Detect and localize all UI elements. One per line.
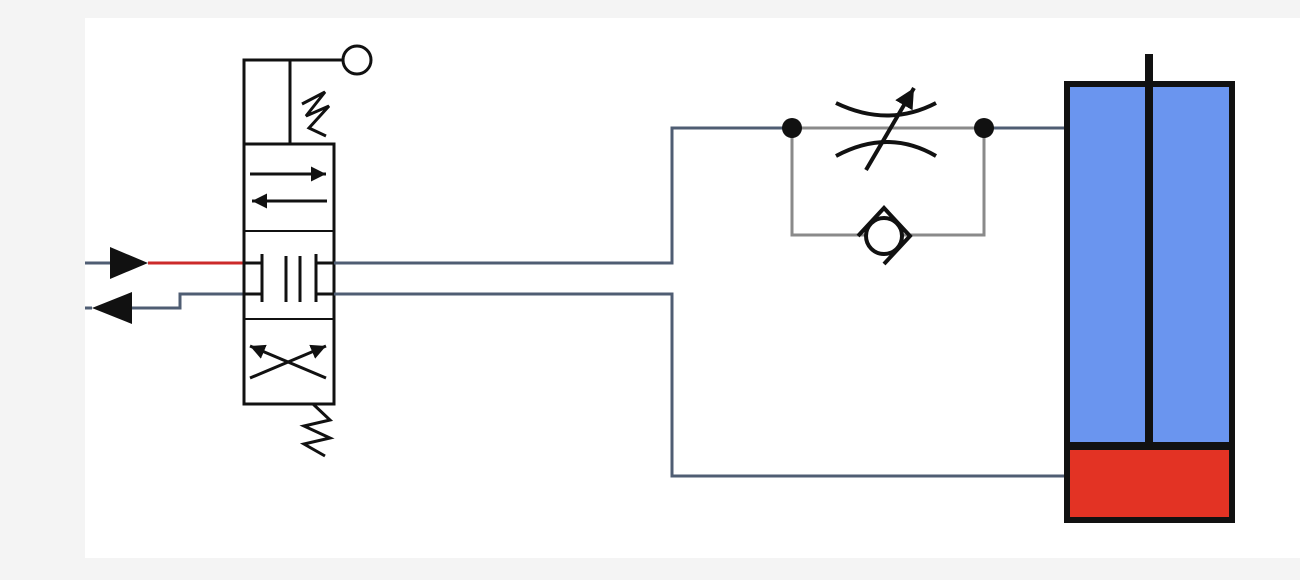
bottom-spring-icon	[299, 402, 335, 458]
return-arrow-icon	[92, 292, 132, 324]
valve-actuator-box	[242, 58, 292, 146]
line-a-to-flow-control	[334, 126, 792, 265]
hydraulic-cylinder	[1064, 54, 1235, 523]
pressure-supply-port	[85, 247, 244, 279]
flow-control-with-check-valve	[782, 86, 1067, 266]
adjustable-throttle-icon	[835, 101, 938, 158]
valve-body	[242, 142, 336, 406]
check-valve-seat-icon	[856, 205, 913, 266]
cross-arrow-2	[249, 344, 327, 380]
return-line	[132, 292, 244, 310]
lever-knob-icon	[341, 44, 373, 76]
top-spring-icon	[301, 90, 331, 138]
directional-control-valve	[242, 44, 373, 458]
junction-right-icon	[974, 118, 994, 138]
cylinder-cap-chamber	[1064, 443, 1235, 523]
check-valve-ball-icon	[864, 216, 904, 256]
throttle-adjust-arrow	[864, 86, 916, 172]
line-b-to-cylinder	[334, 292, 1067, 478]
return-tank-port	[85, 292, 244, 324]
supply-arrow-icon	[110, 247, 148, 279]
junction-left-icon	[782, 118, 802, 138]
